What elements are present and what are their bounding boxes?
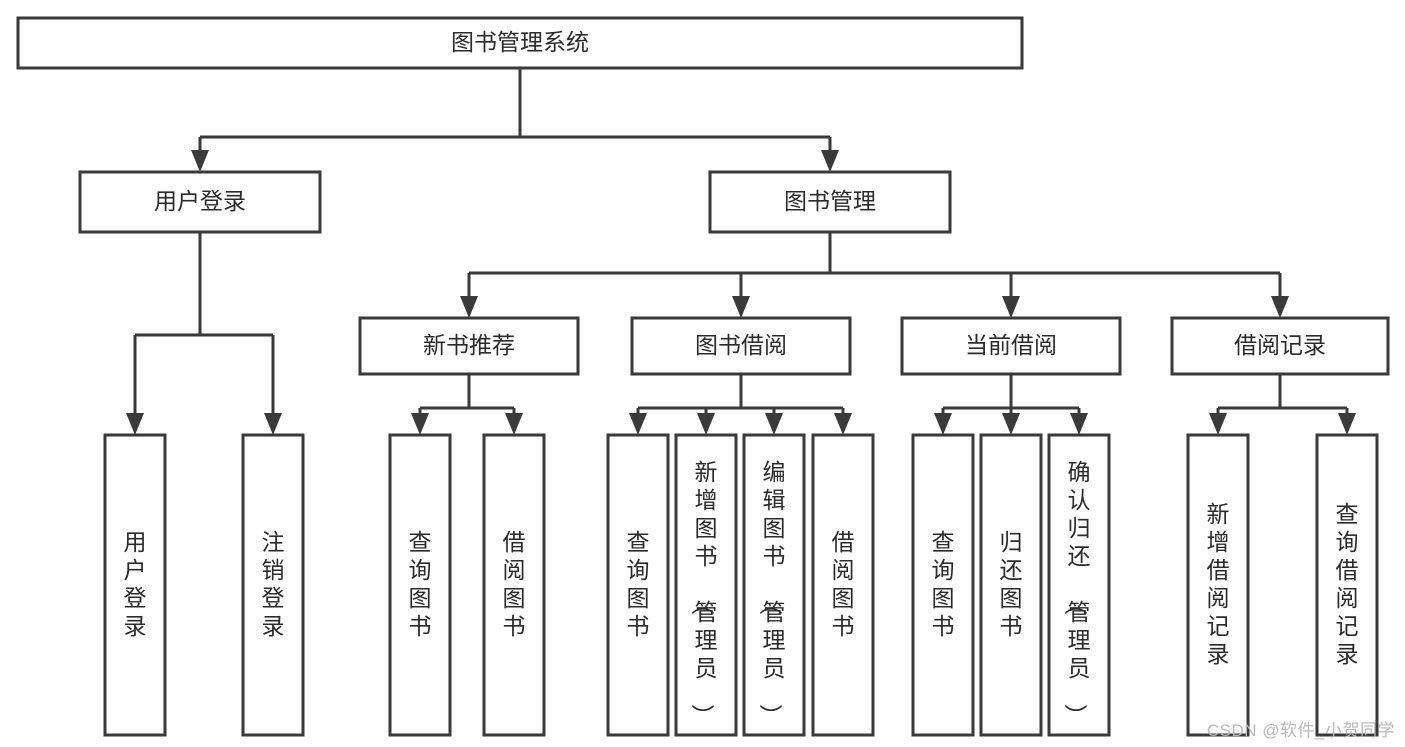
node-box-leaf-borrow-book-1 bbox=[482, 433, 546, 737]
arrow-head-icon bbox=[126, 413, 144, 435]
node-leaf-logout-login[interactable]: 注销登录 bbox=[241, 433, 305, 737]
node-box-borrow-record bbox=[1170, 316, 1390, 376]
arrow-head-icon bbox=[934, 413, 952, 435]
arrow-head-icon bbox=[460, 296, 478, 318]
node-book-manage[interactable]: 图书管理 bbox=[708, 170, 952, 234]
node-label-borrow-record: 借阅记录 bbox=[1234, 332, 1326, 358]
node-label-leaf-logout-login: 注销登录 bbox=[262, 529, 285, 639]
node-book-borrow[interactable]: 图书借阅 bbox=[630, 316, 852, 376]
node-box-leaf-add-borrow-record bbox=[1186, 433, 1250, 737]
node-box-leaf-query-book-3 bbox=[911, 433, 975, 737]
node-box-new-book-recommend bbox=[358, 316, 580, 376]
node-root[interactable]: 图书管理系统 bbox=[16, 16, 1024, 70]
node-label-leaf-query-book-3: 查询图书 bbox=[932, 529, 955, 639]
arrow-head-icon bbox=[1070, 413, 1088, 435]
arrow-head-icon bbox=[505, 413, 523, 435]
node-box-leaf-borrow-book-2 bbox=[811, 433, 875, 737]
connector-lines bbox=[126, 68, 1356, 435]
node-box-current-borrow bbox=[900, 316, 1122, 376]
node-box-leaf-user-login bbox=[103, 433, 167, 737]
node-leaf-add-borrow-record[interactable]: 新增借阅记录 bbox=[1186, 433, 1250, 737]
arrow-head-icon bbox=[834, 413, 852, 435]
node-new-book-recommend[interactable]: 新书推荐 bbox=[358, 316, 580, 376]
node-label-leaf-query-book-1: 查询图书 bbox=[409, 529, 432, 639]
node-label-leaf-add-book-admin: 新增图书（管理员） bbox=[690, 459, 718, 727]
node-box-leaf-confirm-return-admin bbox=[1047, 433, 1111, 737]
node-label-leaf-add-borrow-record: 新增借阅记录 bbox=[1207, 501, 1230, 667]
node-label-leaf-query-borrow-record: 查询借阅记录 bbox=[1336, 501, 1359, 667]
node-box-leaf-logout-login bbox=[241, 433, 305, 737]
node-label-leaf-confirm-return-admin: 确认归还（管理员） bbox=[1063, 459, 1091, 727]
arrow-head-icon bbox=[1002, 413, 1020, 435]
node-box-root bbox=[16, 16, 1024, 70]
arrow-head-icon bbox=[765, 413, 783, 435]
arrow-head-icon bbox=[697, 413, 715, 435]
node-label-user-login: 用户登录 bbox=[154, 188, 246, 214]
arrow-head-icon bbox=[191, 150, 209, 172]
node-leaf-edit-book-admin[interactable]: 编辑图书（管理员） bbox=[742, 433, 806, 737]
node-label-leaf-query-book-2: 查询图书 bbox=[627, 529, 650, 639]
node-box-book-borrow bbox=[630, 316, 852, 376]
node-user-login[interactable]: 用户登录 bbox=[78, 170, 322, 234]
node-leaf-query-borrow-record[interactable]: 查询借阅记录 bbox=[1315, 433, 1379, 737]
node-label-book-manage: 图书管理 bbox=[784, 188, 876, 214]
node-borrow-record[interactable]: 借阅记录 bbox=[1170, 316, 1390, 376]
node-box-user-login bbox=[78, 170, 322, 234]
node-box-leaf-query-book-1 bbox=[388, 433, 452, 737]
arrow-head-icon bbox=[821, 150, 839, 172]
node-leaf-confirm-return-admin[interactable]: 确认归还（管理员） bbox=[1047, 433, 1111, 737]
arrow-head-icon bbox=[1209, 413, 1227, 435]
node-label-leaf-borrow-book-2: 借阅图书 bbox=[832, 529, 855, 639]
node-box-leaf-add-book-admin bbox=[674, 433, 738, 737]
node-label-leaf-user-login: 用户登录 bbox=[124, 529, 147, 639]
node-leaf-return-book[interactable]: 归还图书 bbox=[979, 433, 1043, 737]
node-leaf-borrow-book-2[interactable]: 借阅图书 bbox=[811, 433, 875, 737]
node-label-leaf-edit-book-admin: 编辑图书（管理员） bbox=[758, 459, 786, 727]
node-current-borrow[interactable]: 当前借阅 bbox=[900, 316, 1122, 376]
node-box-leaf-query-book-2 bbox=[606, 433, 670, 737]
arrow-head-icon bbox=[1338, 413, 1356, 435]
node-box-book-manage bbox=[708, 170, 952, 234]
arrow-head-icon bbox=[411, 413, 429, 435]
watermark-text: CSDN @软件_小贺同学 bbox=[1206, 721, 1395, 740]
node-leaf-query-book-2[interactable]: 查询图书 bbox=[606, 433, 670, 737]
diagram-nodes: 图书管理系统用户登录图书管理新书推荐图书借阅当前借阅借阅记录用户登录注销登录查询… bbox=[16, 16, 1390, 737]
node-box-leaf-return-book bbox=[979, 433, 1043, 737]
node-leaf-query-book-3[interactable]: 查询图书 bbox=[911, 433, 975, 737]
arrow-head-icon bbox=[1002, 296, 1020, 318]
node-label-leaf-borrow-book-1: 借阅图书 bbox=[503, 529, 526, 639]
node-leaf-borrow-book-1[interactable]: 借阅图书 bbox=[482, 433, 546, 737]
arrow-head-icon bbox=[1271, 296, 1289, 318]
arrow-head-icon bbox=[732, 296, 750, 318]
arrow-head-icon bbox=[264, 413, 282, 435]
node-box-leaf-query-borrow-record bbox=[1315, 433, 1379, 737]
node-leaf-user-login[interactable]: 用户登录 bbox=[103, 433, 167, 737]
node-leaf-add-book-admin[interactable]: 新增图书（管理员） bbox=[674, 433, 738, 737]
node-label-leaf-return-book: 归还图书 bbox=[1000, 529, 1023, 639]
node-label-current-borrow: 当前借阅 bbox=[965, 332, 1057, 358]
node-label-new-book-recommend: 新书推荐 bbox=[423, 332, 515, 358]
node-box-leaf-edit-book-admin bbox=[742, 433, 806, 737]
node-leaf-query-book-1[interactable]: 查询图书 bbox=[388, 433, 452, 737]
node-label-book-borrow: 图书借阅 bbox=[695, 332, 787, 358]
node-label-root: 图书管理系统 bbox=[451, 29, 589, 55]
arrow-head-icon bbox=[629, 413, 647, 435]
